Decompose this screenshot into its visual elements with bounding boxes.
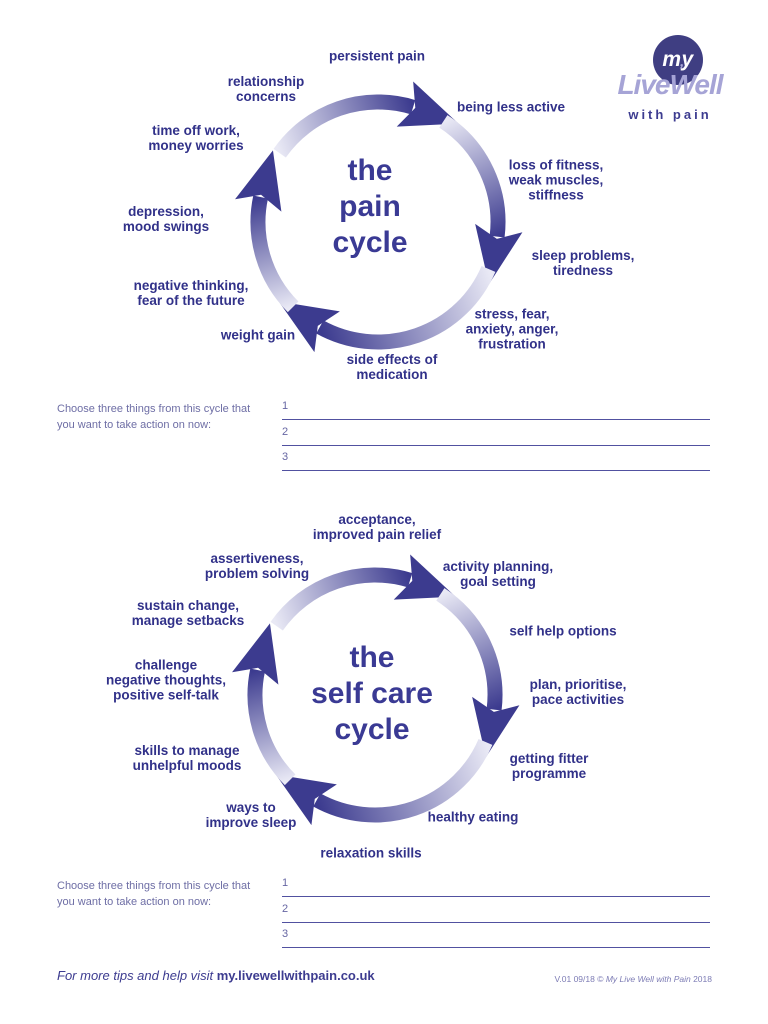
pain-label-stress-fear: stress, fear, anxiety, anger, frustratio… xyxy=(465,306,559,352)
form2-line-2: 2 xyxy=(282,901,710,923)
form1-line-3: 3 xyxy=(282,449,710,471)
footer-meta: V.01 09/18 © My Live Well with Pain 2018 xyxy=(555,974,712,984)
pain-label-weight-gain: weight gain xyxy=(220,327,296,343)
logo-my-circle-icon: my xyxy=(653,35,703,85)
self-care-cycle-title: the self care cycle xyxy=(311,641,433,746)
pain-label-relationship-concerns: relationship concerns xyxy=(227,74,305,104)
pain-label-side-effects: side effects of medication xyxy=(346,352,438,382)
pain-label-persistent-pain: persistent pain xyxy=(328,48,426,64)
selfcare-label-activity-planning: activity planning, goal setting xyxy=(442,559,554,589)
pain-label-sleep-problems: sleep problems, tiredness xyxy=(531,248,635,278)
footer-year: 2018 xyxy=(690,974,712,984)
logo-my-text: my xyxy=(662,48,694,71)
selfcare-label-getting-fitter: getting fitter programme xyxy=(509,751,589,781)
pain-label-depression: depression, mood swings xyxy=(122,204,210,234)
selfcare-label-relaxation-skills: relaxation skills xyxy=(320,845,422,861)
selfcare-label-self-help-options: self help options xyxy=(509,623,617,639)
selfcare-label-challenge-negative: challenge negative thoughts, positive se… xyxy=(105,657,227,703)
pain-cycle-title: the pain cycle xyxy=(332,154,408,259)
form1-line-1: 1 xyxy=(282,398,710,420)
form1-line-3-number: 3 xyxy=(282,451,289,463)
form2-line-1-number: 1 xyxy=(282,877,289,889)
selfcare-label-acceptance: acceptance, improved pain relief xyxy=(312,512,442,542)
self-care-cycle-ring xyxy=(232,554,520,826)
footer-credit: My Live Well with Pain xyxy=(605,974,691,984)
logo-livewell-text: LiveWell xyxy=(617,69,723,100)
selfcare-label-sustain-change: sustain change, manage setbacks xyxy=(131,598,245,628)
pain-cycle-ring xyxy=(235,81,523,353)
form1-prompt: Choose three things from this cycle that… xyxy=(57,403,251,431)
pain-label-being-less-active: being less active xyxy=(456,99,566,115)
form2-line-3-number: 3 xyxy=(282,928,289,940)
selfcare-label-ways-sleep: ways to improve sleep xyxy=(205,800,297,830)
form1-rows: 1 2 3 xyxy=(282,398,710,475)
footer-tip: For more tips and help visit my.livewell… xyxy=(57,968,375,983)
pain-label-loss-of-fitness: loss of fitness, weak muscles, stiffness xyxy=(508,157,604,203)
form1-line-2-number: 2 xyxy=(282,425,289,438)
livewell-logo: my ’ LiveWell with pain xyxy=(600,28,760,128)
form2-line-2-number: 2 xyxy=(282,902,289,915)
form2-rows: 1 2 3 xyxy=(282,875,710,952)
form2-prompt: Choose three things from this cycle that… xyxy=(57,880,251,908)
selfcare-label-assertiveness: assertiveness, problem solving xyxy=(204,551,310,581)
selfcare-label-skills-moods: skills to manage unhelpful moods xyxy=(132,743,242,773)
pain-label-negative-thinking: negative thinking, fear of the future xyxy=(133,278,249,308)
form1-line-2: 2 xyxy=(282,424,710,446)
logo-withpain-text: with pain xyxy=(628,107,712,122)
footer-url-link[interactable]: my.livewellwithpain.co.uk xyxy=(216,968,375,983)
selfcare-label-plan-prioritise: plan, prioritise, pace activities xyxy=(529,677,627,707)
pain-label-time-off-work: time off work, money worries xyxy=(148,123,244,153)
footer-copyright-symbol: © xyxy=(597,974,606,984)
selfcare-label-healthy-eating: healthy eating xyxy=(427,809,519,825)
footer-version: V.01 09/18 xyxy=(554,974,598,984)
footer-tip-text: For more tips and help visit xyxy=(57,968,217,983)
form2-line-1: 1 xyxy=(282,875,710,897)
form1-line-1-number: 1 xyxy=(282,400,289,412)
form2-line-3: 3 xyxy=(282,926,710,948)
